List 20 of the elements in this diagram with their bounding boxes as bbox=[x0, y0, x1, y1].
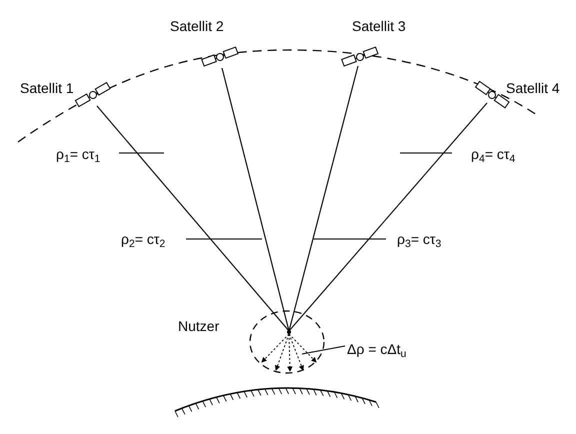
formula-label: ρ$_{1}$= cτ$_{1}$ bbox=[56, 145, 102, 165]
leader-line bbox=[119, 152, 164, 154]
signal-line bbox=[288, 102, 488, 332]
satellite-label: Satellit 2 bbox=[170, 17, 224, 36]
satellite-label: Satellit 4 bbox=[506, 79, 560, 98]
leader-line bbox=[313, 238, 386, 240]
user-label: Nutzer bbox=[178, 317, 220, 336]
satellite-icon bbox=[73, 82, 113, 108]
formula-label: ρ$_{3}$= cτ$_{3}$ bbox=[397, 230, 442, 250]
signal-line bbox=[221, 68, 290, 332]
leader-line bbox=[400, 152, 452, 154]
formula-label: Δρ = cΔt$_{u}$ bbox=[347, 340, 408, 360]
satellite-label: Satellit 1 bbox=[20, 79, 74, 98]
formula-label: ρ$_{4}$= cτ$_{4}$ bbox=[471, 145, 516, 165]
leader-line bbox=[302, 345, 346, 355]
leader-line bbox=[186, 238, 262, 240]
formula-label: ρ$_{2}$= cτ$_{2}$ bbox=[121, 230, 166, 250]
signal-line bbox=[288, 66, 359, 332]
signal-line bbox=[96, 106, 290, 332]
satellite-label: Satellit 3 bbox=[352, 17, 406, 36]
